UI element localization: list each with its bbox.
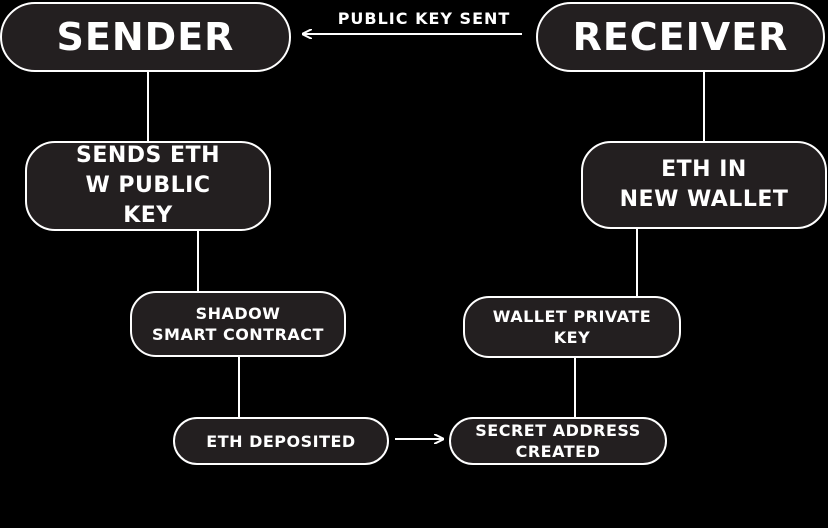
node-secret-address-label: SECRET ADDRESS CREATED — [475, 421, 641, 461]
node-eth-new-wallet-label: ETH IN NEW WALLET — [619, 157, 789, 212]
node-wallet-private-key: WALLET PRIVATE KEY — [463, 296, 681, 358]
node-receiver: RECEIVER — [536, 2, 825, 72]
node-shadow-contract-label: SHADOW SMART CONTRACT — [152, 304, 324, 344]
node-sends-eth-label: SENDS ETH W PUBLIC KEY — [76, 143, 220, 228]
node-sender-label: SENDER — [56, 15, 235, 59]
edge-label-public-key-sent: PUBLIC KEY SENT — [337, 9, 511, 28]
node-eth-new-wallet: ETH IN NEW WALLET — [581, 141, 827, 229]
node-eth-deposited-label: ETH DEPOSITED — [206, 431, 356, 451]
node-receiver-label: RECEIVER — [572, 15, 789, 59]
node-wallet-private-key-label: WALLET PRIVATE KEY — [492, 307, 652, 347]
node-secret-address: SECRET ADDRESS CREATED — [449, 417, 667, 465]
node-eth-deposited: ETH DEPOSITED — [173, 417, 389, 465]
node-shadow-contract: SHADOW SMART CONTRACT — [130, 291, 346, 357]
node-sender: SENDER — [0, 2, 291, 72]
node-sends-eth: SENDS ETH W PUBLIC KEY — [25, 141, 271, 231]
